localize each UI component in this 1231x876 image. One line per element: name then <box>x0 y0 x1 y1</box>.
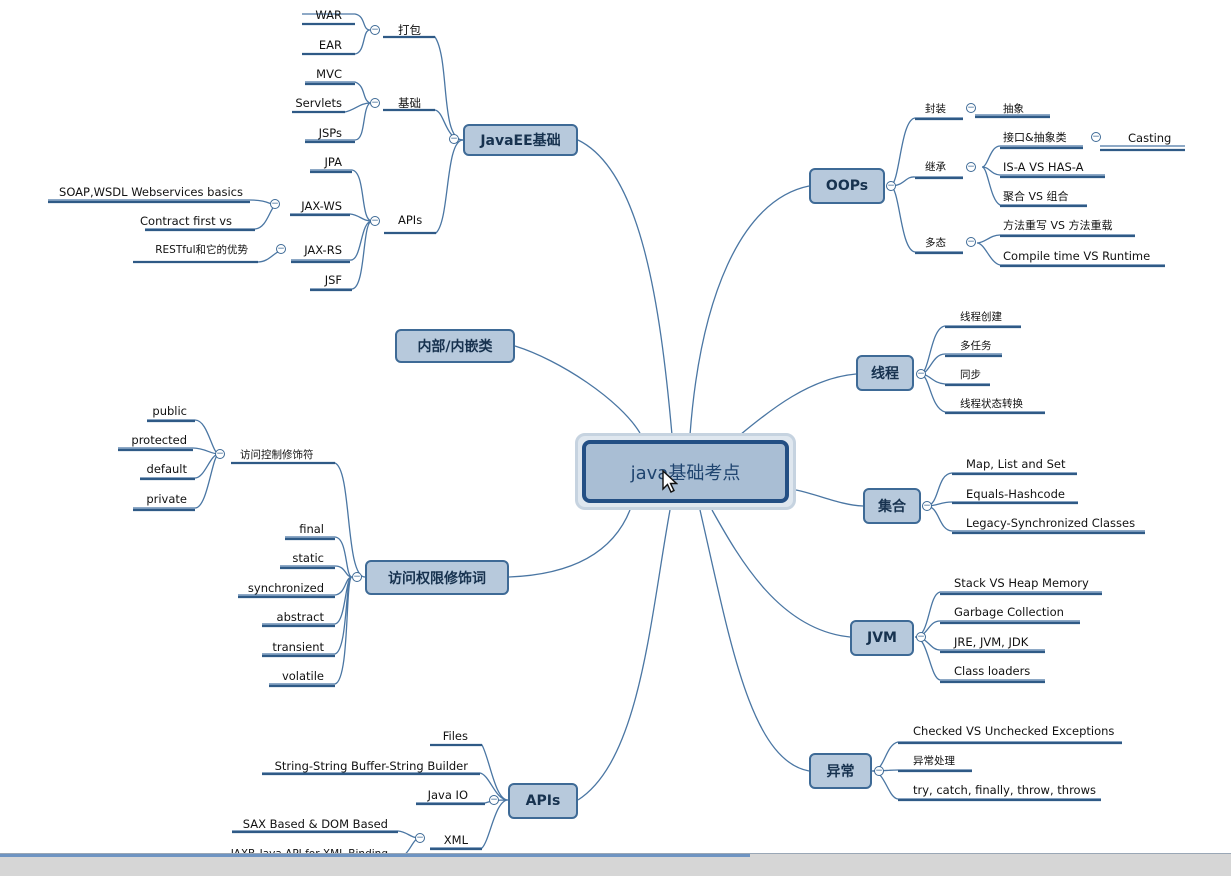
collapse-button[interactable] <box>276 244 286 254</box>
topic-transient[interactable]: transient <box>272 640 324 654</box>
topic-private[interactable]: private <box>146 492 187 506</box>
collapse-button[interactable] <box>215 449 225 459</box>
topic-volatile[interactable]: volatile <box>281 669 324 683</box>
topic-pack[interactable]: 打包 <box>398 23 421 37</box>
topic-string-builder[interactable]: String-String Buffer-String Builder <box>274 759 468 773</box>
topic-override-overload[interactable]: 方法重写 VS 方法重载 <box>1003 219 1113 232</box>
topic-jsf[interactable]: JSF <box>324 273 342 287</box>
topic-ear[interactable]: EAR <box>318 38 342 52</box>
topic-thread-state[interactable]: 线程状态转换 <box>960 398 1023 410</box>
branch-exception[interactable]: 异常 <box>809 753 872 789</box>
topic-access-control[interactable]: 访问控制修饰符 <box>240 449 314 461</box>
topic-is-a-has-a[interactable]: IS-A VS HAS-A <box>1003 160 1084 174</box>
topic-aggregation-composition[interactable]: 聚合 VS 组合 <box>1003 190 1069 203</box>
topic-try-catch[interactable]: try, catch, finally, throw, throws <box>913 783 1096 797</box>
topic-map-list-set[interactable]: Map, List and Set <box>966 457 1066 471</box>
branch-jvm[interactable]: JVM <box>850 620 914 656</box>
topic-java-io[interactable]: Java IO <box>427 788 468 802</box>
topic-synchronized[interactable]: synchronized <box>247 581 324 595</box>
topic-final[interactable]: final <box>299 522 324 536</box>
topic-abstract[interactable]: abstract <box>276 610 324 624</box>
topic-class-loaders[interactable]: Class loaders <box>954 664 1031 678</box>
collapse-button[interactable] <box>874 766 884 776</box>
collapse-button[interactable] <box>489 795 499 805</box>
collapse-button[interactable] <box>370 25 380 35</box>
topic-restful[interactable]: RESTful和它的优势 <box>155 244 248 256</box>
collapse-button[interactable] <box>1091 132 1101 142</box>
topic-default[interactable]: default <box>146 462 187 476</box>
topic-jax-ws[interactable]: JAX-WS <box>301 199 342 213</box>
collapse-button[interactable] <box>352 572 362 582</box>
branch-inner-class[interactable]: 内部/内嵌类 <box>395 329 515 363</box>
topic-apis-ee[interactable]: APIs <box>398 213 423 227</box>
collapse-button[interactable] <box>370 216 380 226</box>
topic-legacy-sync[interactable]: Legacy-Synchronized Classes <box>966 516 1136 530</box>
topic-casting[interactable]: Casting <box>1128 131 1172 145</box>
branch-apis[interactable]: APIs <box>508 783 578 819</box>
topic-static[interactable]: static <box>292 551 324 565</box>
topic-gc[interactable]: Garbage Collection <box>954 605 1064 619</box>
topic-protected[interactable]: protected <box>131 433 187 447</box>
window-bottom-bar <box>0 853 1231 876</box>
branch-javaee[interactable]: JavaEE基础 <box>463 124 578 156</box>
topic-checked-unchecked[interactable]: Checked VS Unchecked Exceptions <box>913 724 1115 738</box>
topic-servlets[interactable]: Servlets <box>295 96 342 110</box>
progress-stripe <box>0 854 750 857</box>
topic-jpa[interactable]: JPA <box>324 155 342 169</box>
topic-multitask[interactable]: 多任务 <box>960 340 992 352</box>
topic-stack-heap[interactable]: Stack VS Heap Memory <box>954 576 1089 590</box>
topic-files[interactable]: Files <box>442 729 468 743</box>
topic-jre-jvm-jdk[interactable]: JRE, JVM, JDK <box>954 635 1029 649</box>
topic-sax-dom[interactable]: SAX Based & DOM Based <box>242 817 388 831</box>
collapse-button[interactable] <box>966 237 976 247</box>
collapse-button[interactable] <box>270 199 280 209</box>
collapse-button[interactable] <box>886 181 896 191</box>
collapse-button[interactable] <box>415 833 425 843</box>
topic-exception-handling[interactable]: 异常处理 <box>913 755 955 767</box>
collapse-button[interactable] <box>966 162 976 172</box>
central-topic-label: java基础考点 <box>582 440 789 503</box>
topic-sync[interactable]: 同步 <box>960 369 981 381</box>
collapse-button[interactable] <box>916 632 926 642</box>
topic-equals-hashcode[interactable]: Equals-Hashcode <box>966 487 1065 501</box>
topic-soap-wsdl[interactable]: SOAP,WSDL Webservices basics <box>59 185 243 199</box>
topic-interface-abstract[interactable]: 接口&抽象类 <box>1003 131 1067 144</box>
collapse-button[interactable] <box>370 98 380 108</box>
collapse-button[interactable] <box>449 134 459 144</box>
topic-xml[interactable]: XML <box>443 833 468 847</box>
branch-collection[interactable]: 集合 <box>863 488 921 524</box>
mouse-cursor-icon <box>662 470 678 493</box>
branch-access-modifiers[interactable]: 访问权限修饰词 <box>365 560 509 595</box>
branch-oops[interactable]: OOPs <box>809 168 885 204</box>
topic-mvc[interactable]: MVC <box>316 67 342 81</box>
branch-thread[interactable]: 线程 <box>856 355 914 391</box>
topic-abstraction[interactable]: 抽象 <box>1003 103 1024 115</box>
topic-inheritance[interactable]: 继承 <box>925 161 946 173</box>
topic-contract-first[interactable]: Contract first vs <box>140 214 233 228</box>
topic-polymorphism[interactable]: 多态 <box>925 237 946 249</box>
topic-war[interactable]: WAR <box>315 8 342 22</box>
central-topic[interactable]: java基础考点 <box>575 433 796 510</box>
topic-public[interactable]: public <box>152 404 187 418</box>
topic-thread-create[interactable]: 线程创建 <box>960 311 1002 323</box>
topic-compile-runtime[interactable]: Compile time VS Runtime <box>1003 249 1151 263</box>
topic-jax-rs[interactable]: JAX-RS <box>304 243 342 257</box>
collapse-button[interactable] <box>922 501 932 511</box>
collapse-button[interactable] <box>966 103 976 113</box>
topic-jsps[interactable]: JSPs <box>318 126 342 140</box>
collapse-button[interactable] <box>916 369 926 379</box>
topic-encapsulation[interactable]: 封装 <box>925 103 946 115</box>
topic-basic[interactable]: 基础 <box>398 96 421 110</box>
